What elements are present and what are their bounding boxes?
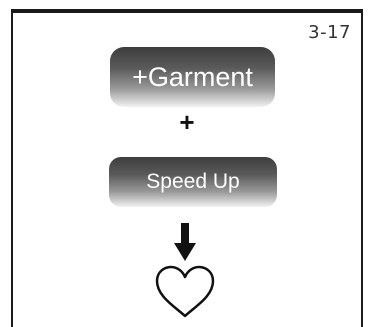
plus-sign: + [179, 107, 195, 137]
page-number: 3-17 [308, 22, 351, 43]
heart-icon [155, 265, 215, 318]
arrow-down-icon [174, 223, 196, 261]
speed-up-button[interactable]: Speed Up [109, 157, 277, 207]
page-frame: 3-17 +Garment + Speed Up [11, 9, 363, 327]
garment-button[interactable]: +Garment [110, 47, 275, 107]
